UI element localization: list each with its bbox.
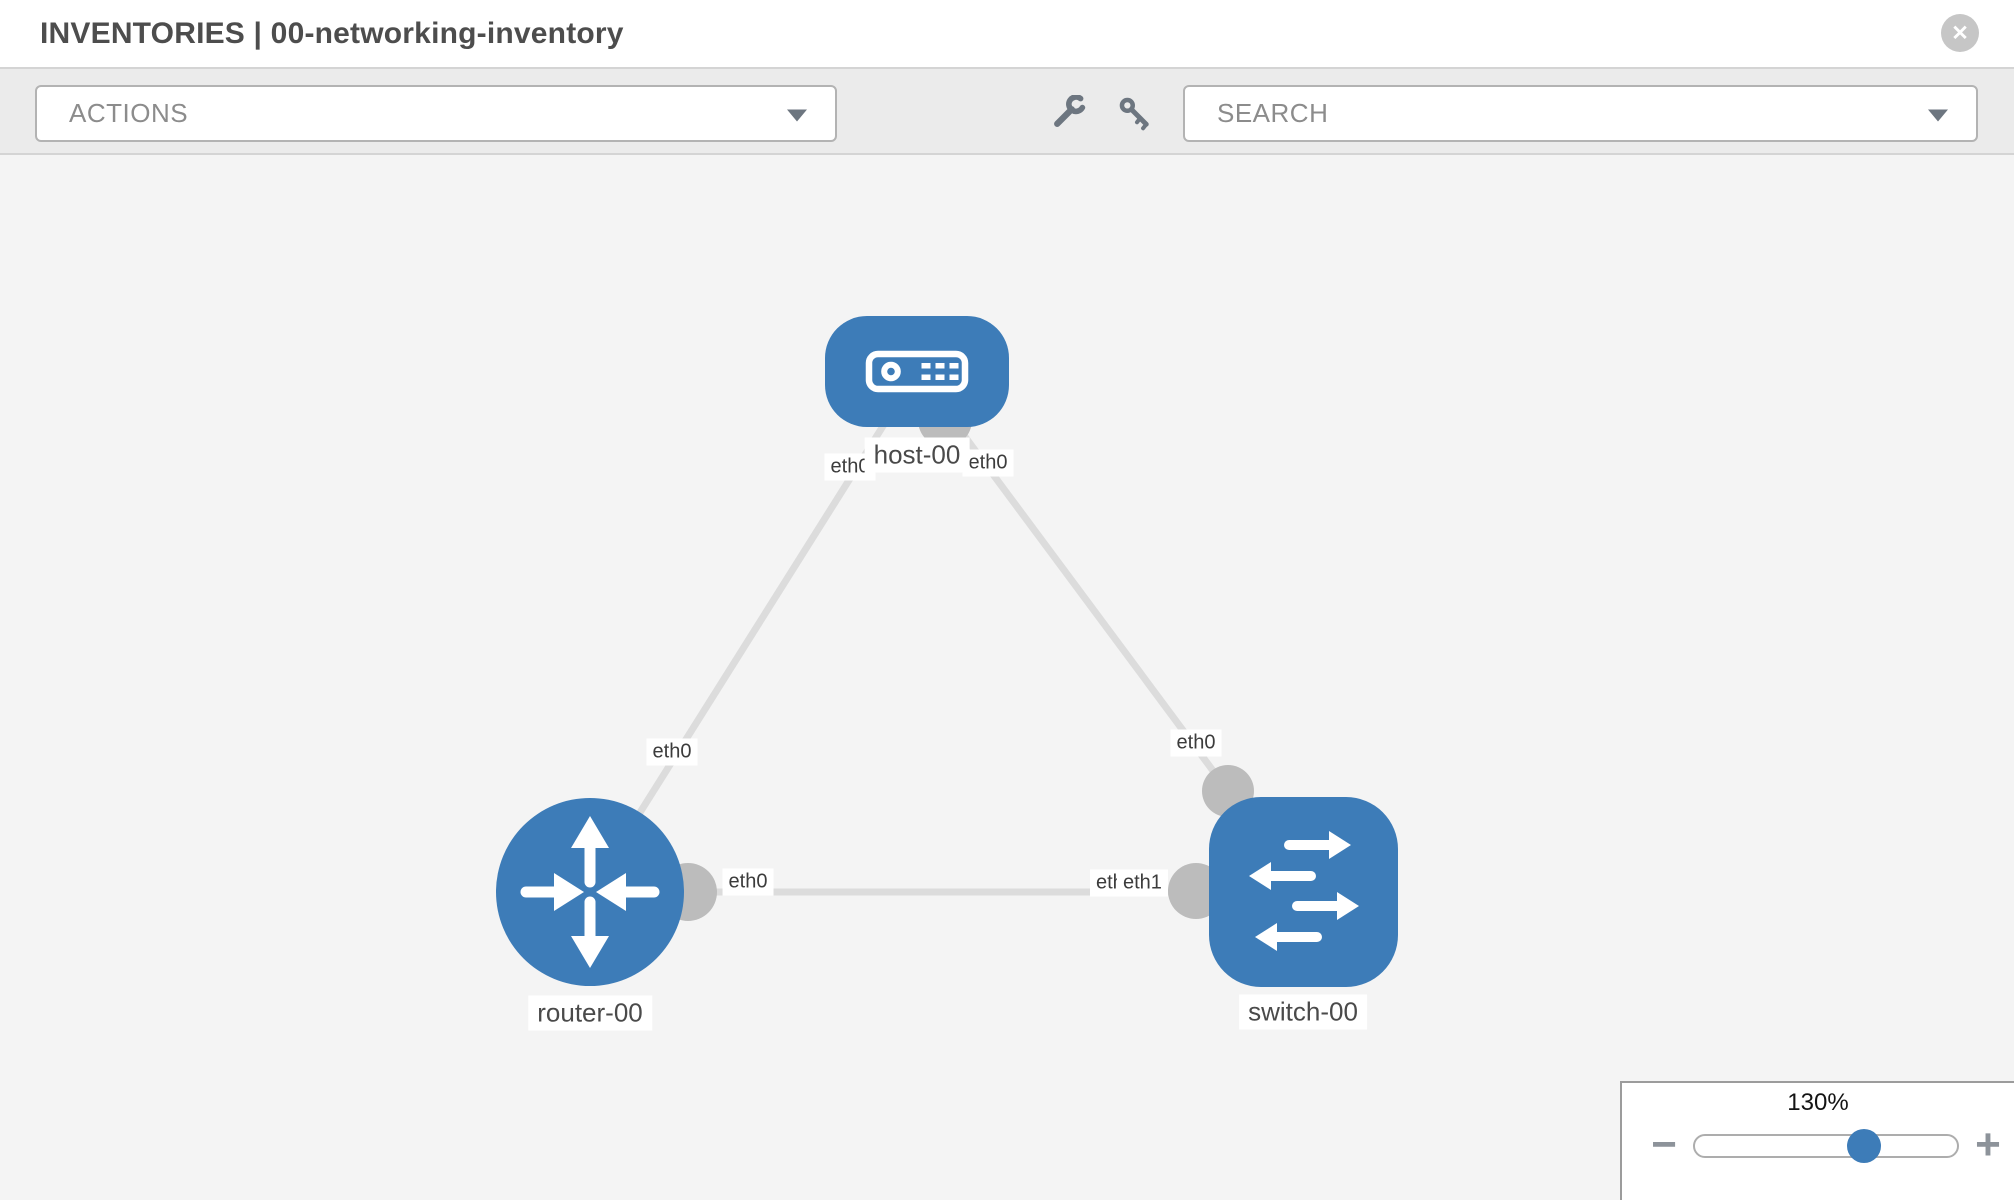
zoom-slider-thumb[interactable] bbox=[1847, 1129, 1881, 1163]
iface-label-host-eth0-right: eth0 bbox=[962, 449, 1014, 477]
search-dropdown-placeholder: SEARCH bbox=[1217, 98, 1329, 128]
iface-label-switch-eth1: eth1 bbox=[1117, 869, 1168, 897]
toolbar: ACTIONS SEARCH bbox=[0, 69, 2014, 155]
zoom-control-panel: 130% − + bbox=[1620, 1081, 2014, 1200]
search-dropdown[interactable]: SEARCH bbox=[1183, 85, 1978, 142]
node-host-00[interactable] bbox=[825, 316, 1009, 427]
zoom-in-button[interactable]: + bbox=[1975, 1120, 2001, 1169]
iface-label-router-eth0-right: eth0 bbox=[722, 868, 774, 896]
node-router-00[interactable] bbox=[496, 798, 684, 986]
wrench-icon[interactable] bbox=[1046, 91, 1090, 135]
iface-label-switch-eth0-uplink: eth0 bbox=[1170, 729, 1222, 757]
zoom-out-button[interactable]: − bbox=[1651, 1120, 1677, 1169]
node-label-router-00: router-00 bbox=[528, 995, 652, 1031]
actions-dropdown-label: ACTIONS bbox=[69, 98, 189, 128]
node-label-host-00: host-00 bbox=[864, 437, 970, 473]
node-switch-00[interactable] bbox=[1209, 797, 1398, 987]
node-label-switch-00: switch-00 bbox=[1239, 994, 1367, 1030]
header-bar: INVENTORIES | 00-networking-inventory ✕ bbox=[0, 0, 2014, 69]
page-title: INVENTORIES | 00-networking-inventory bbox=[40, 16, 624, 50]
host-icon bbox=[865, 350, 969, 393]
zoom-slider-track[interactable] bbox=[1693, 1134, 1959, 1158]
iface-label-router-eth0-uplink: eth0 bbox=[646, 738, 698, 766]
close-icon[interactable]: ✕ bbox=[1941, 14, 1979, 52]
zoom-level-text: 130% bbox=[1787, 1089, 1849, 1116]
chevron-down-icon bbox=[787, 108, 807, 121]
key-icon[interactable] bbox=[1113, 91, 1157, 135]
switch-icon bbox=[1249, 831, 1359, 951]
actions-dropdown[interactable]: ACTIONS bbox=[35, 85, 837, 142]
chevron-down-icon bbox=[1928, 108, 1948, 121]
router-icon bbox=[520, 816, 660, 968]
